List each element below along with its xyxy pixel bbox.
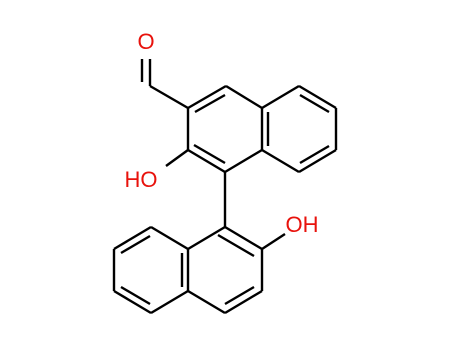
aldehyde-oxygen-label: O bbox=[137, 29, 154, 54]
upper-hydroxyl-label: HO bbox=[125, 167, 158, 192]
bond-lines bbox=[112, 59, 338, 315]
lower-hydroxyl-label: OH bbox=[286, 212, 319, 237]
